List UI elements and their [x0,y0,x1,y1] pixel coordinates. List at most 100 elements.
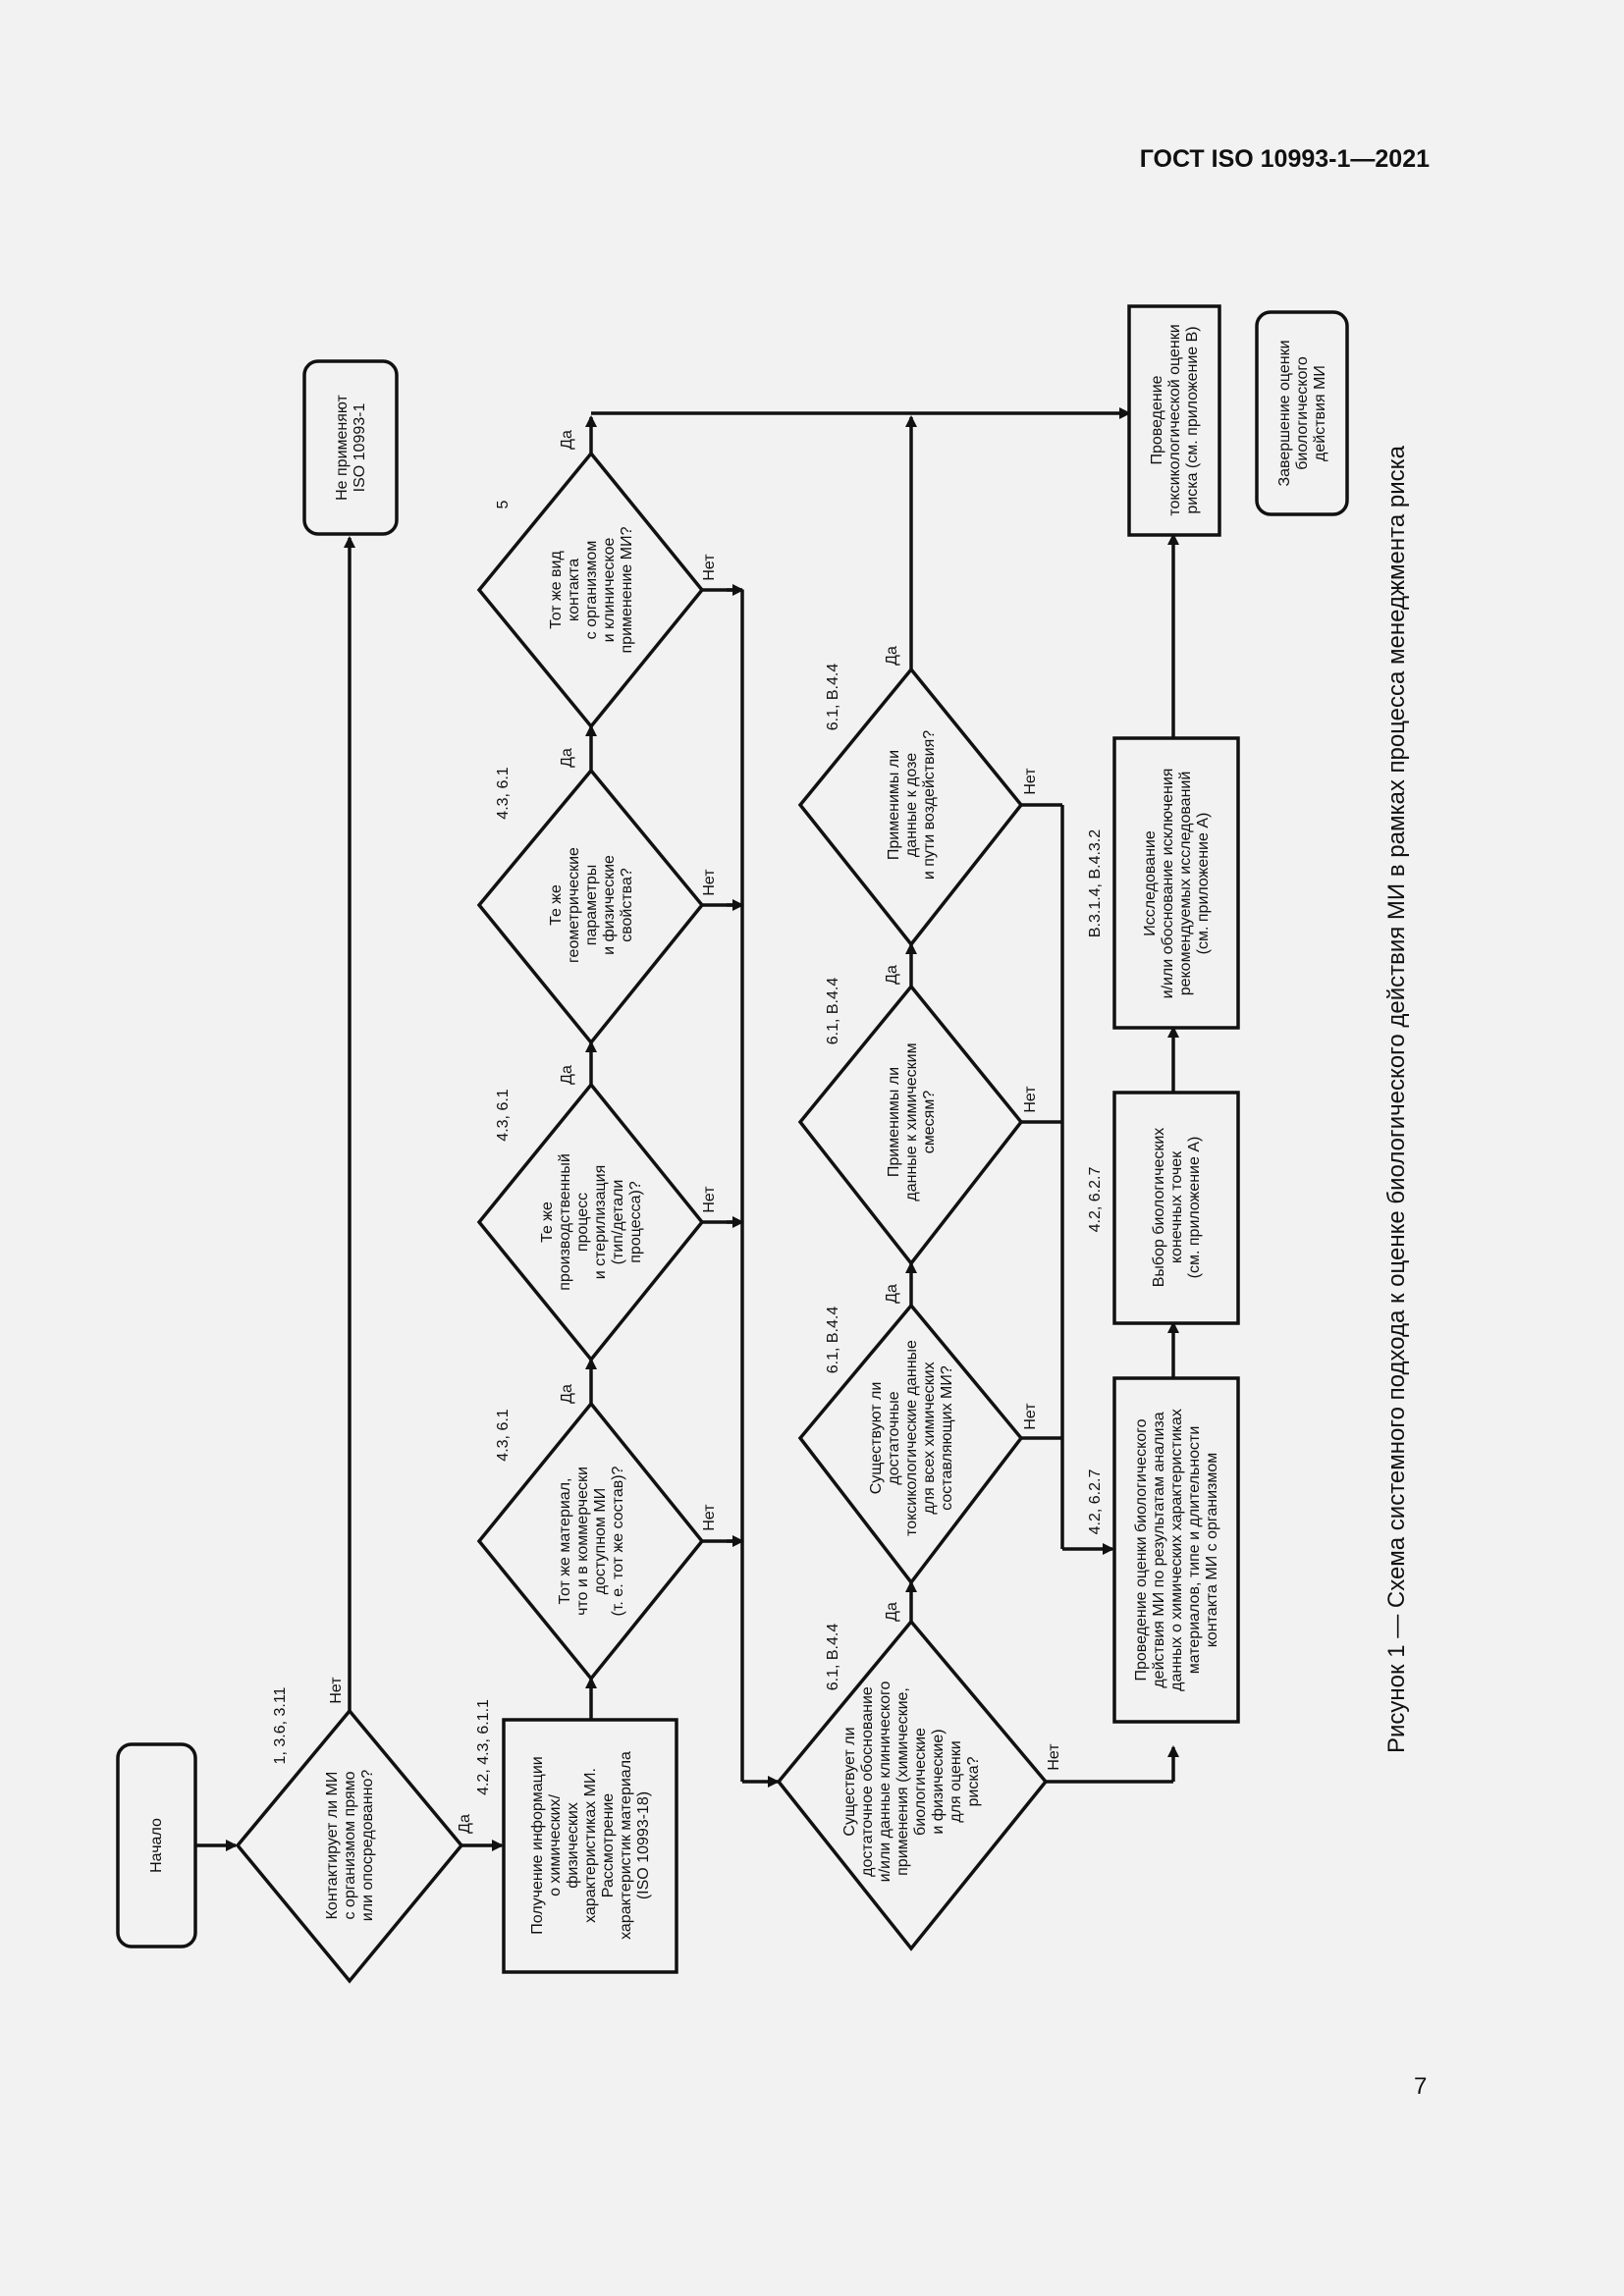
not-applicable-text: Не применяютISO 10993-1 [334,394,368,500]
q-tox-data-line: Существуют ли [868,1382,885,1495]
ref-endpoints: 4.2, 6.2.7 [1087,1167,1104,1233]
q-contact-type-line: с организмом [583,541,600,640]
q-geometry-line: Те же [548,884,565,926]
finish-text: Завершение оценкибиологическогодействия … [1276,340,1328,486]
not-applicable-terminal [302,359,399,536]
bio-eval-text: Проведение оценки биологическогодействия… [1133,1409,1220,1691]
geometry-decision [476,768,705,1045]
q-mixtures-line: смесям? [921,1091,938,1154]
start-line: Начало [148,1818,165,1873]
q-dose-line: данные к дозе [903,753,920,857]
contact-no-label: Нет [328,1677,345,1704]
tox-data-decision [797,1303,1024,1585]
q-justification-line: и физические) [930,1729,947,1834]
ref-contact: 1, 3.6, 3.11 [272,1686,289,1764]
contact-text: Контактирует ли МИс организмом прямоили … [324,1770,376,1922]
contact-decision [235,1708,464,1984]
bio-eval-line: данных о химических характеристиках [1168,1409,1185,1691]
section-references: 1, 3.6, 3.11 4.2, 4.3, 6.1.1 4.3, 6.1 4.… [272,500,1104,1794]
q-contact-type-line: применение МИ? [619,526,635,653]
bio-eval-box [1112,1376,1240,1724]
yes-no-labels: Нет Да Да Нет Да Нет Да Нет Да Нет Да Не… [328,430,1062,1834]
start-text: Начало [148,1818,165,1873]
q-geometry-line: свойства? [619,868,635,942]
contact-type-decision [476,451,705,729]
ref-testing: B.3.1.4, B.4.3.2 [1087,829,1104,937]
tox-eval-line: Проведение [1149,375,1165,464]
bio-eval-line: действия МИ по результатам анализа [1151,1412,1167,1687]
mixtures-decision [797,984,1024,1266]
tox-eval-box [1127,304,1221,537]
geometry-text: Те жегеометрическиепараметрыи физические… [548,847,635,963]
finish-terminal [1255,310,1349,516]
q-material-line: Тот же материал, [557,1478,573,1605]
q-mixtures-line: данные к химическим [903,1042,920,1201]
testing-line: рекомендуемых исследований [1177,772,1194,996]
bio-eval-line: Проведение оценки биологического [1133,1418,1150,1681]
q-justification-line: и/или данные клинического [877,1682,893,1883]
document-header: ГОСТ ISO 10993-1—2021 [1139,145,1430,173]
q-justification-line: достаточное обоснование [859,1686,876,1877]
material-text: Тот же материал,что и в коммерческидосту… [557,1466,626,1616]
q-process-line: процесс [574,1193,591,1252]
q-justification-line: риска? [965,1756,982,1806]
ref-contact-type: 5 [495,500,512,508]
ref-process: 4.3, 6.1 [495,1089,512,1141]
material-decision [476,1401,705,1682]
get-info-text: Получение информациио химических/физичес… [529,1751,652,1940]
testing-text: Исследованиеи/или обоснование исключения… [1142,769,1212,999]
page-number: 7 [1414,2073,1428,2100]
not-applicable-line: ISO 10993-1 [352,403,368,493]
q-geometry-line: параметры [583,865,600,945]
justification-text: Существует лидостаточное обоснованиеи/ил… [841,1682,982,1883]
contact-yes-label: Да [457,1814,473,1834]
q-process-line: производственный [557,1153,573,1291]
finish-line: Завершение оценки [1276,340,1293,486]
justification-no-label: Нет [1046,1743,1062,1771]
ref-dose: 6.1, B.4.4 [825,664,841,731]
contact-type-text: Тот же видконтактас организмоми клиничес… [548,526,635,653]
testing-line: (см. приложение А) [1195,813,1212,955]
ref-geometry: 4.3, 6.1 [495,767,512,819]
ref-justification: 6.1, B.4.4 [825,1624,841,1691]
q-process-line: Те же [539,1201,556,1243]
q-contact-type-line: Тот же вид [548,551,565,629]
material-yes-label: Да [559,1384,575,1404]
endpoints-line: (см. приложение А) [1186,1137,1203,1279]
justification-yes-label: Да [884,1602,900,1622]
q-material-line: (т. е. тот же состав)? [610,1466,626,1616]
tox-data-yes-label: Да [884,1284,900,1304]
material-no-label: Нет [701,1504,718,1531]
q-contact-type-line: и клиническое [601,537,618,642]
get-info-line: характеристиках МИ. [582,1768,599,1923]
q-process-line: и стерилизация [592,1165,609,1280]
q-dose-line: Применимы ли [886,750,902,860]
ref-mixtures: 6.1, B.4.4 [825,978,841,1045]
ref-get-info: 4.2, 4.3, 6.1.1 [475,1699,492,1795]
ref-tox-data: 6.1, B.4.4 [825,1307,841,1374]
q-justification-line: для оценки [947,1740,964,1822]
q-geometry-line: и физические [601,855,618,955]
tox-data-no-label: Нет [1022,1403,1039,1430]
endpoints-text: Выбор биологическихконечных точек(см. пр… [1151,1128,1203,1288]
get-info-line: (ISO 10993-18) [635,1791,652,1899]
figure-caption: Рисунок 1 — Схема системного подхода к о… [1383,445,1410,1753]
contact-type-yes-label: Да [559,430,575,450]
q-process-line: (тип/детали [610,1180,626,1265]
get-info-line: Получение информации [529,1756,546,1934]
mixtures-yes-label: Да [884,965,900,985]
geometry-yes-label: Да [559,748,575,768]
q-material-line: что и в коммерчески [574,1467,591,1616]
process-no-label: Нет [701,1186,718,1213]
endpoints-line: конечных точек [1168,1150,1185,1263]
finish-line: действия МИ [1312,365,1328,461]
endpoints-line: Выбор биологических [1151,1128,1167,1288]
process-decision [476,1082,705,1362]
tox-eval-line: токсикологической оценки [1166,324,1183,515]
mixtures-text: Применимы лиданные к химическимсмесям? [886,1042,938,1201]
dose-text: Применимы лиданные к дозеи пути воздейст… [886,730,938,880]
geometry-no-label: Нет [701,869,718,896]
process-yes-label: Да [559,1065,575,1085]
bio-eval-line: материалов, типе и длительности [1186,1426,1203,1675]
